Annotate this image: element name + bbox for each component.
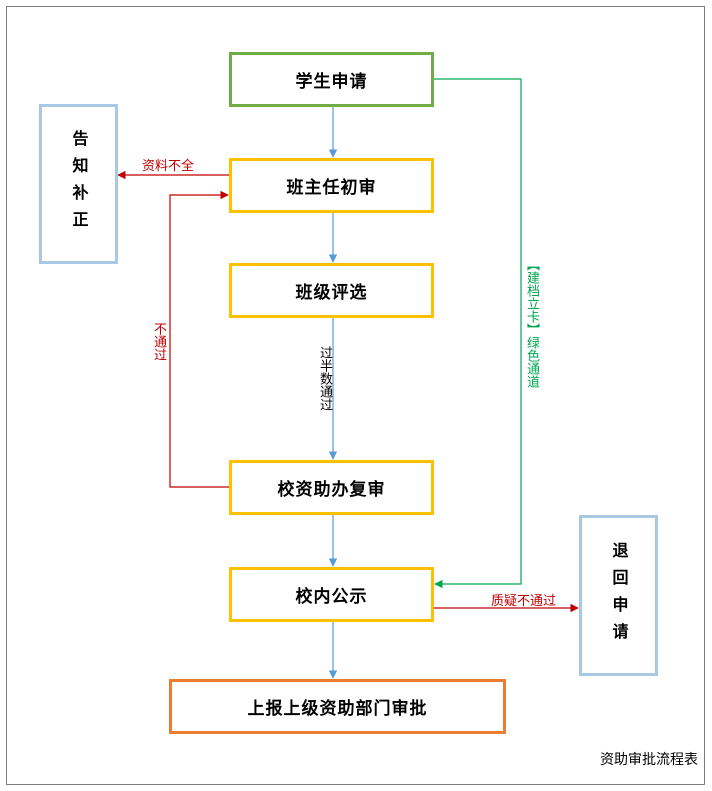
node-office-review: 校资助办复审 bbox=[229, 460, 434, 515]
label-incomplete: 资料不全 bbox=[142, 159, 195, 174]
label-rejected: 不通过 bbox=[151, 322, 166, 361]
node-report: 上报上级资助部门审批 bbox=[169, 679, 506, 734]
node-return-apply-label: 退回申请 bbox=[609, 541, 629, 650]
node-return-apply: 退回申请 bbox=[579, 515, 658, 676]
node-teacher-review: 班主任初审 bbox=[229, 158, 434, 213]
label-majority-pass: 过半数通过 bbox=[317, 346, 332, 411]
label-green-channel: 【建档立卡】绿色通道 bbox=[524, 258, 539, 388]
node-publicity: 校内公示 bbox=[229, 567, 434, 622]
arrow-rejected-loop bbox=[169, 190, 229, 488]
node-notify-correct-label: 告知补正 bbox=[69, 130, 89, 238]
node-notify-correct: 告知补正 bbox=[39, 104, 118, 264]
node-student-apply: 学生申请 bbox=[229, 52, 434, 107]
node-class-selection: 班级评选 bbox=[229, 263, 434, 318]
diagram-frame bbox=[6, 6, 705, 785]
arrow-green-channel bbox=[433, 78, 522, 589]
label-questioned: 质疑不通过 bbox=[491, 594, 557, 609]
diagram-caption: 资助审批流程表 bbox=[600, 752, 698, 768]
